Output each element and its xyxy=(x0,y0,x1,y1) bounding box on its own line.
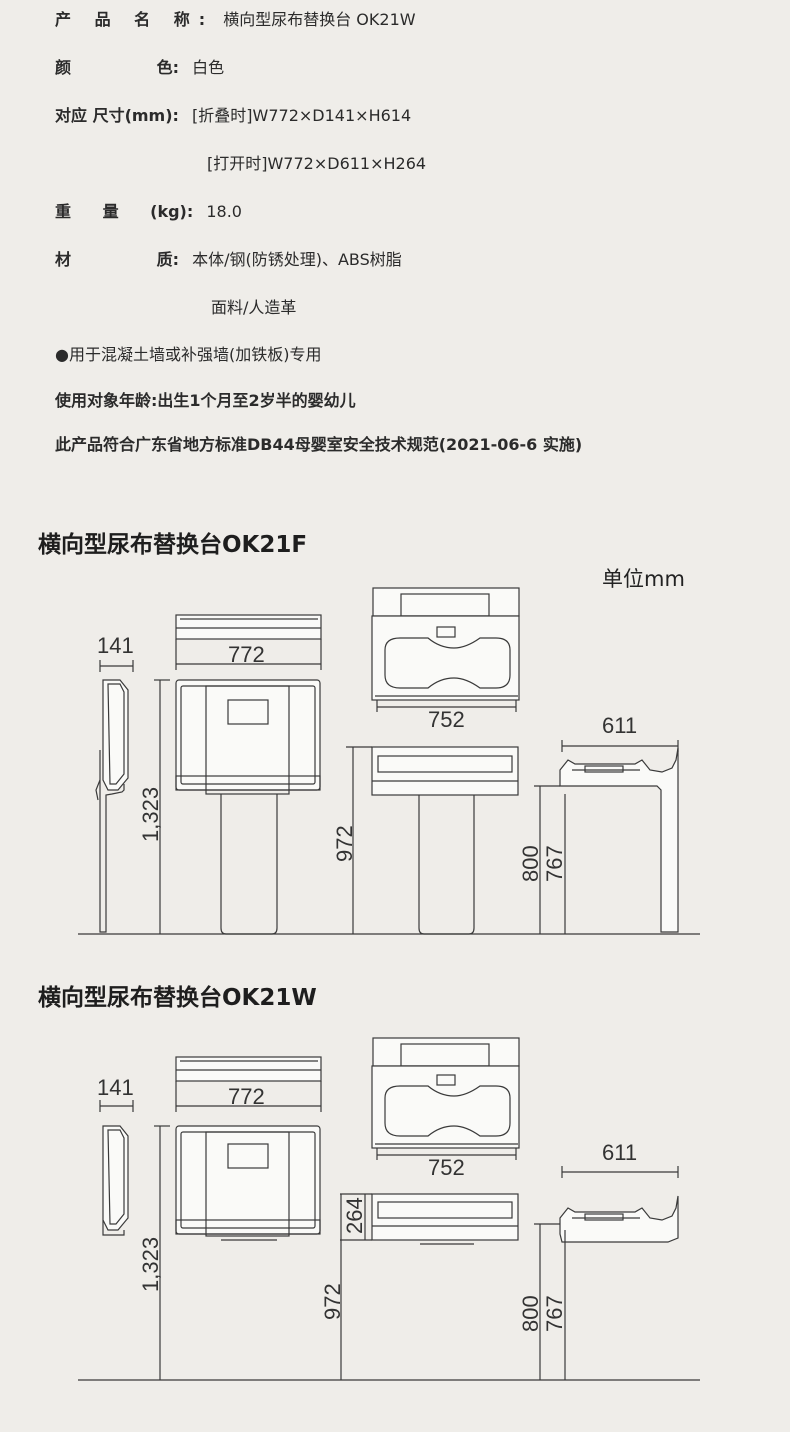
dim-767: 767 xyxy=(542,1295,567,1332)
dim-752: 752 xyxy=(428,1155,465,1180)
unit-label: 单位mm xyxy=(602,567,685,591)
dim-972: 972 xyxy=(320,1283,345,1320)
spec-material-label: 材 质: xyxy=(55,250,179,269)
spec-weight-label: 重 量 (kg): xyxy=(55,202,194,221)
dim-800: 800 xyxy=(518,1295,543,1332)
section-title-ok21w: 横向型尿布替换台OK21W xyxy=(38,985,317,1011)
dim-1323: 1,323 xyxy=(138,787,163,842)
dim-972: 972 xyxy=(332,825,357,862)
spec-material-row: 材 质: 本体/钢(防锈处理)、ABS树脂 xyxy=(55,250,402,270)
spec-material-value-2: 面料/人造革 xyxy=(211,298,297,317)
spec-name-label: 产 品 名 称: xyxy=(55,10,215,29)
dim-772: 772 xyxy=(228,642,265,667)
note-wall: ●用于混凝土墙或补强墙(加铁板)专用 xyxy=(55,345,322,364)
dim-141: 141 xyxy=(97,633,134,658)
spec-size-row: 对应 尺寸(mm): [折叠时]W772×D141×H614 xyxy=(55,106,411,126)
dim-800: 800 xyxy=(518,845,543,882)
spec-size-folded: [折叠时]W772×D141×H614 xyxy=(192,106,412,125)
dim-141: 141 xyxy=(97,1075,134,1100)
spec-color-value: 白色 xyxy=(192,58,225,77)
note-age: 使用对象年龄:出生1个月至2岁半的婴幼儿 xyxy=(55,391,356,410)
section-title-ok21f: 横向型尿布替换台OK21F xyxy=(38,532,308,558)
note-standard: 此产品符合广东省地方标准DB44母婴室安全技术规范(2021-06-6 实施) xyxy=(55,435,583,454)
dim-767: 767 xyxy=(542,845,567,882)
spec-name-row: 产 品 名 称: 横向型尿布替换台 OK21W xyxy=(55,10,416,30)
spec-color-label: 颜 色: xyxy=(55,58,179,77)
dim-611: 611 xyxy=(602,1140,637,1165)
spec-color-row: 颜 色: 白色 xyxy=(55,58,224,78)
spec-name-value: 横向型尿布替换台 OK21W xyxy=(223,10,416,29)
spec-size-label: 对应 尺寸(mm): xyxy=(55,106,179,125)
dim-1323: 1,323 xyxy=(138,1237,163,1292)
dim-264: 264 xyxy=(342,1197,367,1234)
diagram-ok21w: 141 772 1,323 752 264 972 611 800 767 xyxy=(78,1037,700,1381)
diagram-ok21f: 141 772 1,323 752 972 611 800 767 xyxy=(78,587,700,935)
dim-752: 752 xyxy=(428,707,465,732)
spec-material-value-1: 本体/钢(防锈处理)、ABS树脂 xyxy=(192,250,402,269)
dim-772: 772 xyxy=(228,1084,265,1109)
dim-611: 611 xyxy=(602,713,637,738)
spec-weight-row: 重 量 (kg): 18.0 xyxy=(55,202,242,222)
spec-weight-value: 18.0 xyxy=(206,202,242,221)
spec-size-open: [打开时]W772×D611×H264 xyxy=(207,154,427,173)
